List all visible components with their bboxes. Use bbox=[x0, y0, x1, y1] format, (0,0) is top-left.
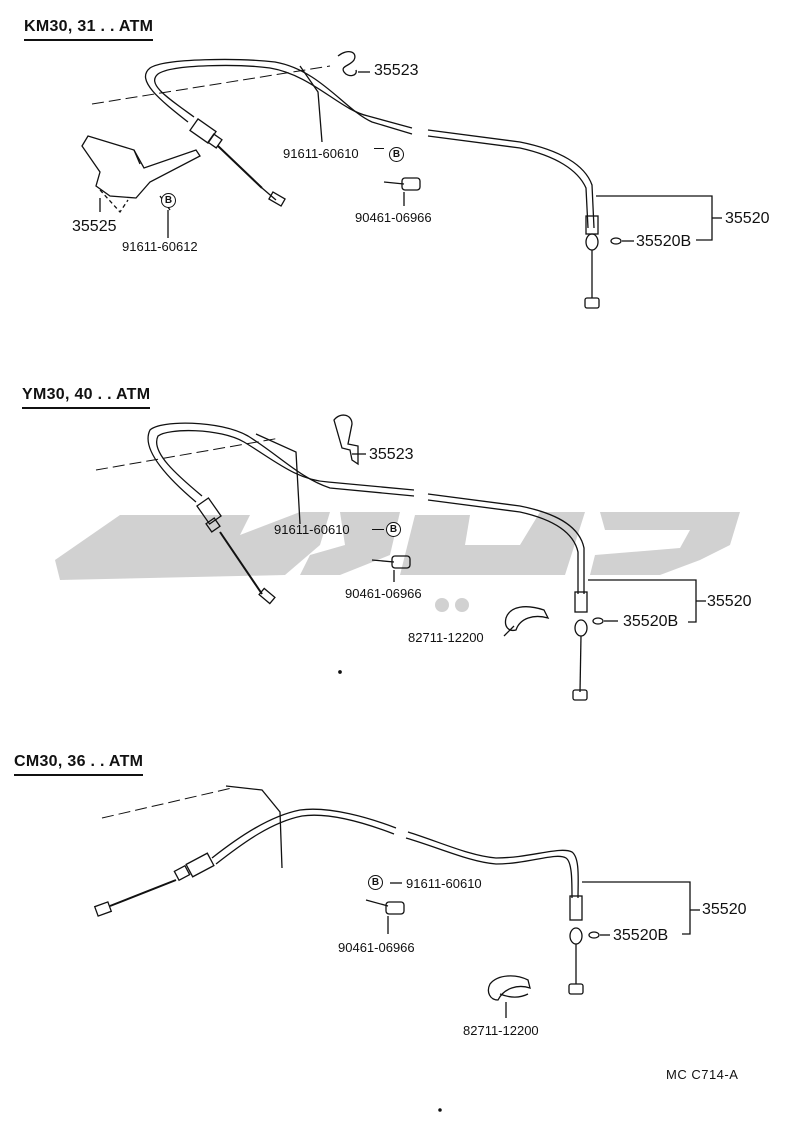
part-number-35520b: 35520B bbox=[613, 927, 669, 944]
section-ym30-drawing bbox=[95, 414, 706, 701]
part-number-35520b: 35520B bbox=[636, 233, 692, 250]
part-number-82711-12200: 82711-12200 bbox=[408, 630, 484, 645]
section-cm30-drawing bbox=[93, 785, 700, 1112]
part-number-35520: 35520 bbox=[707, 593, 752, 610]
diagram-code: MC C714-A bbox=[666, 1067, 739, 1082]
part-number-91611-60610: 91611-60610 bbox=[283, 146, 359, 161]
symbol-b-icon: B bbox=[389, 147, 404, 162]
section-title-ym30: YM30, 40 . . ATM bbox=[22, 386, 151, 409]
part-number-35520: 35520 bbox=[725, 210, 770, 227]
part-number-90461-06966: 90461-06966 bbox=[355, 210, 432, 225]
part-number-35520: 35520 bbox=[702, 901, 747, 918]
part-number-91611-60610: 91611-60610 bbox=[274, 522, 350, 537]
part-number-91611-60612: 91611-60612 bbox=[122, 239, 198, 254]
section-title-km30: KM30, 31 . . ATM bbox=[24, 18, 154, 41]
part-number-35520b: 35520B bbox=[623, 613, 679, 630]
part-number-35523: 35523 bbox=[374, 62, 419, 79]
leader-line bbox=[372, 529, 384, 530]
part-number-82711-12200: 82711-12200 bbox=[463, 1023, 539, 1038]
symbol-b-icon: B bbox=[161, 193, 176, 208]
part-number-90461-06966: 90461-06966 bbox=[345, 586, 422, 601]
part-number-91611-60610: 91611-60610 bbox=[406, 876, 482, 891]
part-number-90461-06966: 90461-06966 bbox=[338, 940, 415, 955]
symbol-b-icon: B bbox=[368, 875, 383, 890]
symbol-b-icon: B bbox=[386, 522, 401, 537]
part-number-35525: 35525 bbox=[72, 218, 117, 235]
section-km30-drawing bbox=[81, 50, 722, 309]
leader-line bbox=[374, 148, 384, 149]
section-title-cm30: CM30, 36 . . ATM bbox=[14, 753, 144, 776]
watermark-logo bbox=[55, 512, 740, 612]
part-number-35523: 35523 bbox=[369, 446, 414, 463]
